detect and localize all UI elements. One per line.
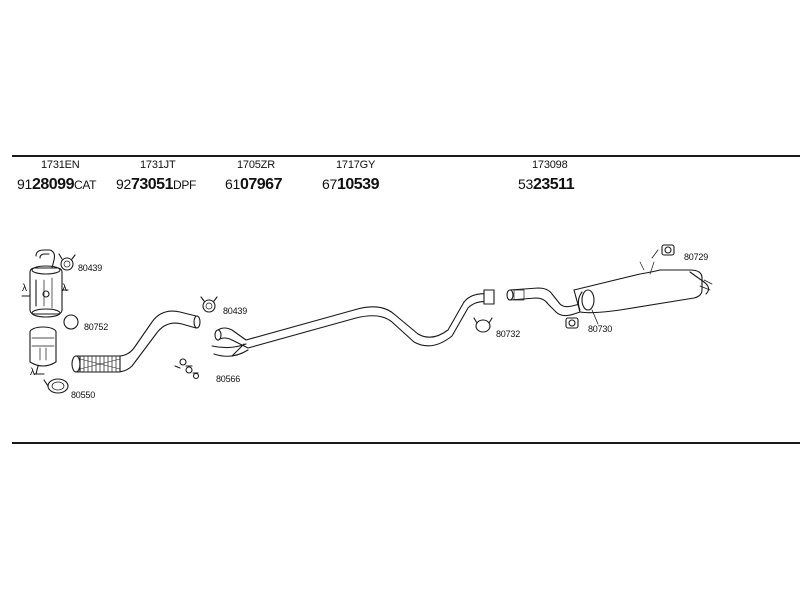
part-header-front-pipe: 1705ZR 6107967	[225, 159, 282, 196]
part-header-dpf: 1731JT 9273051DPF	[116, 159, 196, 196]
clamp-80439-left	[58, 253, 76, 271]
clamp-80732	[473, 317, 493, 333]
callout-80439-middle: 80439	[223, 306, 248, 316]
part-number: 6710539	[322, 176, 379, 193]
lambda-sensor-symbol: λ	[30, 367, 35, 378]
part-number: 9128099CAT	[17, 176, 97, 193]
part-reference: 1717GY	[336, 159, 376, 171]
rubber-hanger-80730	[565, 317, 579, 329]
part-number: 9273051DPF	[116, 176, 197, 193]
clamp-80550	[43, 378, 69, 394]
callout-80566: 80566	[216, 374, 241, 384]
part-reference: 1731EN	[41, 159, 80, 171]
leader-lines	[591, 249, 659, 325]
part-reference: 1731JT	[140, 159, 176, 171]
part-number: 6107967	[225, 176, 282, 193]
middle-pipe	[211, 289, 495, 357]
part-header-middle-pipe: 1717GY 6710539	[322, 159, 379, 196]
part-reference: 1705ZR	[237, 159, 275, 171]
rubber-hanger-80729	[661, 244, 675, 256]
callout-80752: 80752	[84, 322, 109, 332]
top-divider	[12, 155, 800, 157]
callout-80730: 80730	[588, 324, 613, 334]
rear-silencer	[506, 261, 713, 317]
callout-80729: 80729	[684, 252, 709, 262]
lambda-sensor-symbol: λ	[22, 283, 27, 294]
callout-80732: 80732	[496, 329, 521, 339]
part-number: 5323511	[518, 176, 575, 193]
part-header-catalyst: 1731EN 9128099CAT	[17, 159, 97, 196]
gasket-80752	[63, 314, 79, 330]
catalytic-converter	[21, 249, 69, 318]
callout-80439: 80439	[78, 263, 103, 273]
bottom-divider	[12, 442, 800, 444]
part-header-rear-silencer: 173098 5323511	[518, 159, 575, 196]
part-reference: 173098	[532, 159, 568, 171]
bolts-80566	[174, 358, 200, 380]
front-pipe-flex	[71, 310, 201, 373]
clamp-80439-middle	[200, 296, 218, 313]
lambda-sensor-symbol: λ	[62, 283, 67, 294]
callout-80550: 80550	[71, 390, 96, 400]
particulate-filter	[29, 326, 57, 375]
